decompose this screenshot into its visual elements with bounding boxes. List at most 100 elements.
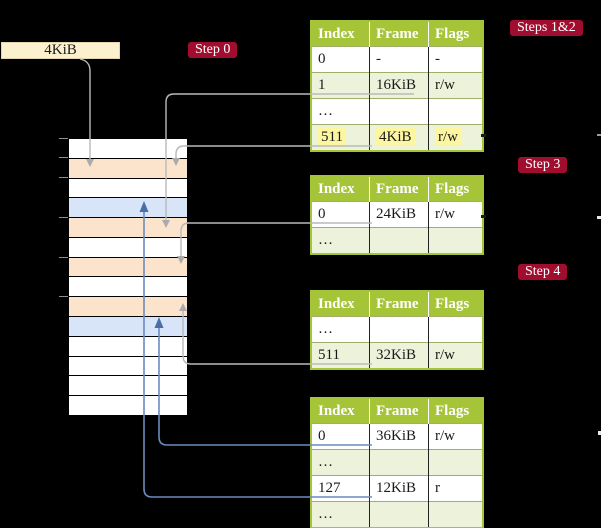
table-cell: 0 — [311, 423, 370, 450]
table-cell: - — [428, 46, 483, 73]
table-cell: … — [311, 501, 370, 528]
table-cell: … — [311, 449, 370, 476]
column-header-flags: Flags — [428, 398, 483, 424]
table-row: 0-- — [311, 46, 483, 73]
table-cell — [369, 501, 429, 528]
column-header-flags: Flags — [428, 21, 483, 47]
table-cell: 1 — [311, 72, 370, 99]
table-cell: 16KiB — [369, 72, 429, 99]
table-cell: 511 — [311, 342, 370, 369]
memory-strip — [68, 138, 188, 416]
table-cell: 12KiB — [369, 475, 429, 502]
column-header-index: Index — [311, 398, 370, 424]
cropped-line-fragment — [597, 134, 601, 136]
column-header-frame: Frame — [369, 398, 429, 424]
table-cell: r/w — [428, 423, 483, 450]
table-cell: 0 — [311, 46, 370, 73]
table-cell: … — [311, 227, 370, 254]
cropped-line-fragment — [481, 134, 486, 137]
label-step-0: Step 0 — [188, 42, 238, 58]
table-cell — [428, 501, 483, 528]
table-row: … — [311, 501, 483, 528]
table-cell: 127 — [311, 475, 370, 502]
cropped-line-fragment — [598, 431, 601, 435]
memory-frame-row-11 — [69, 356, 187, 377]
table-cell — [369, 98, 429, 125]
table-cell: r/w — [428, 72, 483, 99]
label-step-3: Step 3 — [518, 157, 568, 173]
column-header-frame: Frame — [369, 21, 429, 47]
memory-frame-row-12 — [69, 376, 187, 397]
table-cell: 511 — [311, 124, 370, 151]
label-step-4: Step 4 — [518, 264, 568, 280]
highlighted-value: 511 — [318, 128, 346, 146]
memory-frame-row-9 — [69, 317, 187, 337]
table-cell: 4KiB — [369, 124, 429, 151]
table-row: 511 4KiB r/w — [311, 124, 483, 151]
cropped-line-fragment — [597, 216, 601, 219]
tick-mark — [59, 157, 68, 159]
memory-frame-row-1 — [69, 158, 187, 179]
table-cell: … — [311, 98, 370, 125]
column-header-flags: Flags — [428, 176, 483, 202]
table-row: … — [311, 227, 483, 254]
label-steps-1-2: Steps 1&2 — [510, 20, 583, 36]
table-cell: 32KiB — [369, 342, 429, 369]
column-header-index: Index — [311, 291, 370, 317]
highlighted-value: r/w — [435, 128, 461, 146]
memory-frame-row-6 — [69, 257, 187, 278]
tick-mark — [59, 137, 68, 139]
column-header-frame: Frame — [369, 291, 429, 317]
memory-frame-row-3 — [69, 198, 187, 219]
column-header-flags: Flags — [428, 291, 483, 317]
table-cell: r/w — [428, 342, 483, 369]
table-cell — [428, 98, 483, 125]
table-cell: r/w — [428, 124, 483, 151]
table-cell — [369, 449, 429, 476]
memory-frame-row-10 — [69, 336, 187, 357]
memory-frame-row-2 — [69, 178, 187, 199]
column-header-index: Index — [311, 176, 370, 202]
table-cell: r — [428, 475, 483, 502]
table-cell: 0 — [311, 201, 370, 228]
memory-frame-row-13 — [69, 396, 187, 415]
tick-mark — [59, 216, 68, 218]
table-cell: r/w — [428, 201, 483, 228]
table-cell — [428, 316, 483, 343]
memory-frame-row-8 — [69, 297, 187, 318]
tick-mark — [59, 296, 68, 298]
column-header-index: Index — [311, 21, 370, 47]
memory-frame-row-5 — [69, 237, 187, 258]
column-header-frame: Frame — [369, 176, 429, 202]
table-row: … — [311, 316, 483, 343]
memory-frame-row-7 — [69, 277, 187, 298]
table-cell — [369, 316, 429, 343]
table-cell: 24KiB — [369, 201, 429, 228]
table-cell — [428, 227, 483, 254]
table-cell — [428, 449, 483, 476]
table-cell: … — [311, 316, 370, 343]
tick-mark — [59, 177, 68, 179]
table-row: … — [311, 449, 483, 476]
table-cell: - — [369, 46, 429, 73]
table-cell: 36KiB — [369, 423, 429, 450]
root-pointer-box: 4KiB — [1, 42, 120, 59]
table-cell — [369, 227, 429, 254]
table-row: … — [311, 98, 483, 125]
tick-mark — [59, 256, 68, 258]
highlighted-value: 4KiB — [376, 128, 415, 146]
cropped-line-fragment — [481, 215, 486, 218]
memory-frame-row-4 — [69, 218, 187, 238]
root-pointer-label: 4KiB — [44, 42, 77, 58]
